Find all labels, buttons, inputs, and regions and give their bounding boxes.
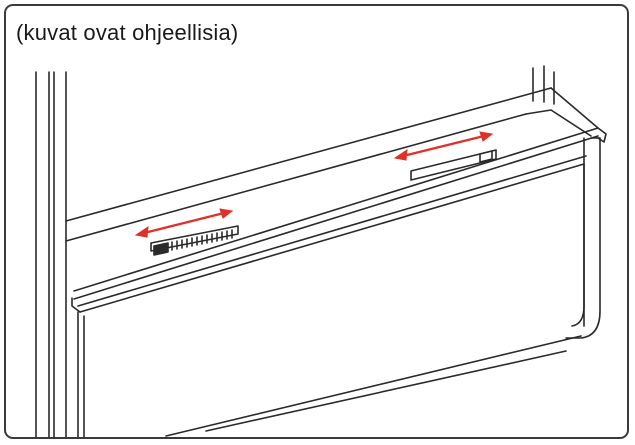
right-wall-outer	[532, 65, 555, 105]
left-slider	[150, 225, 239, 256]
illustration-frame: (kuvat ovat ohjeellisia)	[4, 4, 629, 439]
fridge-shelf-drawing	[35, 65, 607, 437]
drawer-bottom-line-2	[205, 350, 567, 432]
right-wall-curve	[565, 137, 601, 339]
right-slider	[410, 149, 497, 181]
shelf-right-cap	[525, 87, 599, 137]
shelf-front-rim-2	[79, 163, 585, 313]
shelf-top-edge	[65, 113, 527, 242]
drawer-bottom-line-1	[165, 335, 582, 437]
caption: (kuvat ovat ohjeellisia)	[16, 20, 239, 45]
drawer-left-corner	[71, 297, 81, 313]
shelf-right-edge	[597, 127, 607, 143]
right-arrow	[393, 131, 494, 161]
shelf-front-lower	[73, 135, 599, 300]
shelf-front-top	[73, 127, 599, 292]
shelf-front-rim	[77, 155, 587, 307]
left-arrow	[134, 208, 234, 238]
shelf-back-edge	[65, 87, 552, 222]
